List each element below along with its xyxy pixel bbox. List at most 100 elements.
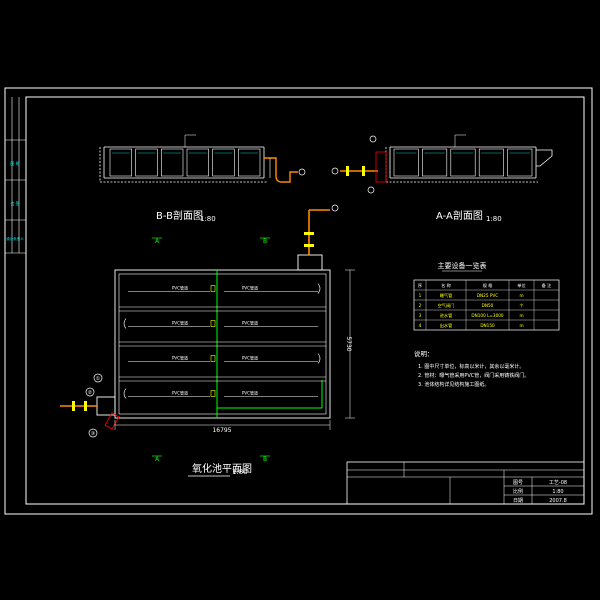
- outlet-valve: [304, 232, 314, 235]
- table-cell: 3: [419, 313, 422, 318]
- table-cell: 4: [419, 323, 422, 328]
- turn-arrow: [317, 353, 321, 364]
- media-panel: [450, 148, 476, 177]
- section-mark-b: B: [263, 456, 267, 463]
- aa-scale: 1:80: [486, 215, 502, 223]
- media-panel: [186, 148, 209, 177]
- bb-callout-circle: [298, 168, 306, 176]
- inlet-valve: [72, 401, 75, 411]
- table-header-cell: 序: [418, 282, 422, 289]
- media-panel: [422, 148, 448, 177]
- title-block: 图号 比例 日期 工艺-08 1:80 2007.8: [346, 461, 585, 505]
- pipe-label: PVC管道: [172, 355, 188, 361]
- table-cell: m: [519, 323, 523, 328]
- aa-title: A-A剖面图: [436, 209, 483, 222]
- aa-valve: [346, 166, 349, 176]
- callout-label: ③: [91, 431, 95, 437]
- media-panel: [507, 148, 533, 177]
- strip-label: 会 签: [10, 200, 19, 206]
- pipe-label: PVC管道: [172, 285, 188, 291]
- inlet-valve: [84, 401, 87, 411]
- table-frame: [413, 279, 560, 331]
- strip-label: 图 纸: [10, 160, 19, 166]
- air-diffuser: [210, 355, 216, 362]
- title-block-label: 日期: [513, 498, 523, 504]
- plan-channels: PVC管道 PVC管道 PVC管道 PVC管道 PVC管道 PVC管道 PVC管道 PVC管道: [119, 283, 326, 409]
- pipe-label: PVC管道: [242, 320, 258, 326]
- table-cell: 空气阀门: [438, 302, 455, 309]
- table-title: 主要设备一览表: [438, 261, 487, 270]
- pipe-label: PVC管道: [172, 390, 188, 396]
- title-block-value: 1:80: [552, 489, 563, 495]
- table-cell: DN50: [482, 303, 494, 308]
- table-cell: DN25 PVC: [477, 293, 498, 298]
- section-mark-a: A: [155, 238, 160, 245]
- pipe-label: PVC管道: [242, 355, 258, 361]
- section-aa: A-A剖面图 1:80: [331, 134, 553, 223]
- pipe-label: PVC管道: [242, 390, 258, 396]
- table-cell: DN100 L=3000: [471, 313, 504, 318]
- table-cell: 1: [419, 293, 422, 298]
- title-block-label: 图号: [513, 480, 523, 486]
- section-bb: B-B剖面图 1:80: [99, 134, 306, 223]
- note-item: 1. 图中尺寸单位，标高以米计，其余以毫米计。: [418, 363, 524, 370]
- notes-title: 说明：: [414, 349, 434, 358]
- title-block-frame: [346, 461, 585, 505]
- height-dimension: 5730: [345, 336, 352, 351]
- inner-frame: [25, 96, 585, 505]
- section-mark-b: B: [263, 238, 267, 245]
- aa-outlet-weir: [536, 149, 553, 167]
- bb-scale: 1:80: [200, 215, 216, 223]
- inlet-red-fitting: [104, 412, 120, 430]
- pipe-label: PVC管道: [242, 285, 258, 291]
- callout-label: ②: [88, 390, 93, 396]
- air-diffuser: [210, 320, 216, 327]
- media-panel: [212, 148, 235, 177]
- title-block-value: 2007.8: [549, 498, 567, 504]
- bb-title: B-B剖面图: [156, 209, 203, 222]
- turn-arrow: [123, 318, 127, 329]
- turn-arrow: [123, 388, 127, 399]
- table-cell: 曝气管: [440, 292, 453, 299]
- width-dimension: 16795: [212, 427, 231, 434]
- aa-inlet-well: [375, 151, 387, 183]
- inlet-box: [96, 396, 116, 416]
- title-block-value: 工艺-08: [549, 480, 567, 486]
- outlet-box: [297, 254, 323, 271]
- plan-title: 氧化池平面图: [192, 462, 252, 475]
- air-diffuser: [210, 285, 216, 292]
- media-panel: [393, 148, 419, 177]
- aa-valve: [362, 166, 365, 176]
- table-header-cell: 名 称: [441, 282, 451, 289]
- turn-arrow: [317, 283, 321, 294]
- table-cell: 个: [519, 303, 524, 308]
- outer-frame: [4, 87, 593, 515]
- media-panel: [109, 148, 132, 177]
- callout-label: ①: [96, 376, 101, 382]
- bb-media-panels: [109, 148, 261, 177]
- strip-label: 设计负责人: [6, 236, 24, 241]
- table-cell: 进水管: [440, 312, 453, 319]
- table-cell: DN150: [480, 323, 495, 328]
- note-item: 2. 管材：曝气管采用PVC管，阀门采用铸铁阀门。: [418, 372, 529, 379]
- air-diffuser: [210, 390, 216, 397]
- section-mark-a: A: [155, 456, 160, 463]
- table-cell: m: [519, 293, 523, 298]
- tank-inner-outline: [118, 273, 327, 415]
- table-header-cell: 规 格: [483, 282, 494, 289]
- media-panel: [238, 148, 261, 177]
- table-cell: 2: [419, 303, 422, 308]
- table-cell: m: [519, 313, 523, 318]
- media-panel: [161, 148, 184, 177]
- media-panel: [478, 148, 504, 177]
- pipe-label: PVC管道: [172, 320, 188, 326]
- notes-block: 说明： 1. 图中尺寸单位，标高以米计，其余以毫米计。 2. 管材：曝气管采用P…: [414, 349, 529, 388]
- side-strip: 图 纸 会 签 设计负责人: [5, 97, 26, 254]
- aa-media-panels: [393, 148, 533, 177]
- table-header-cell: 备 注: [542, 282, 553, 289]
- media-panel: [135, 148, 158, 177]
